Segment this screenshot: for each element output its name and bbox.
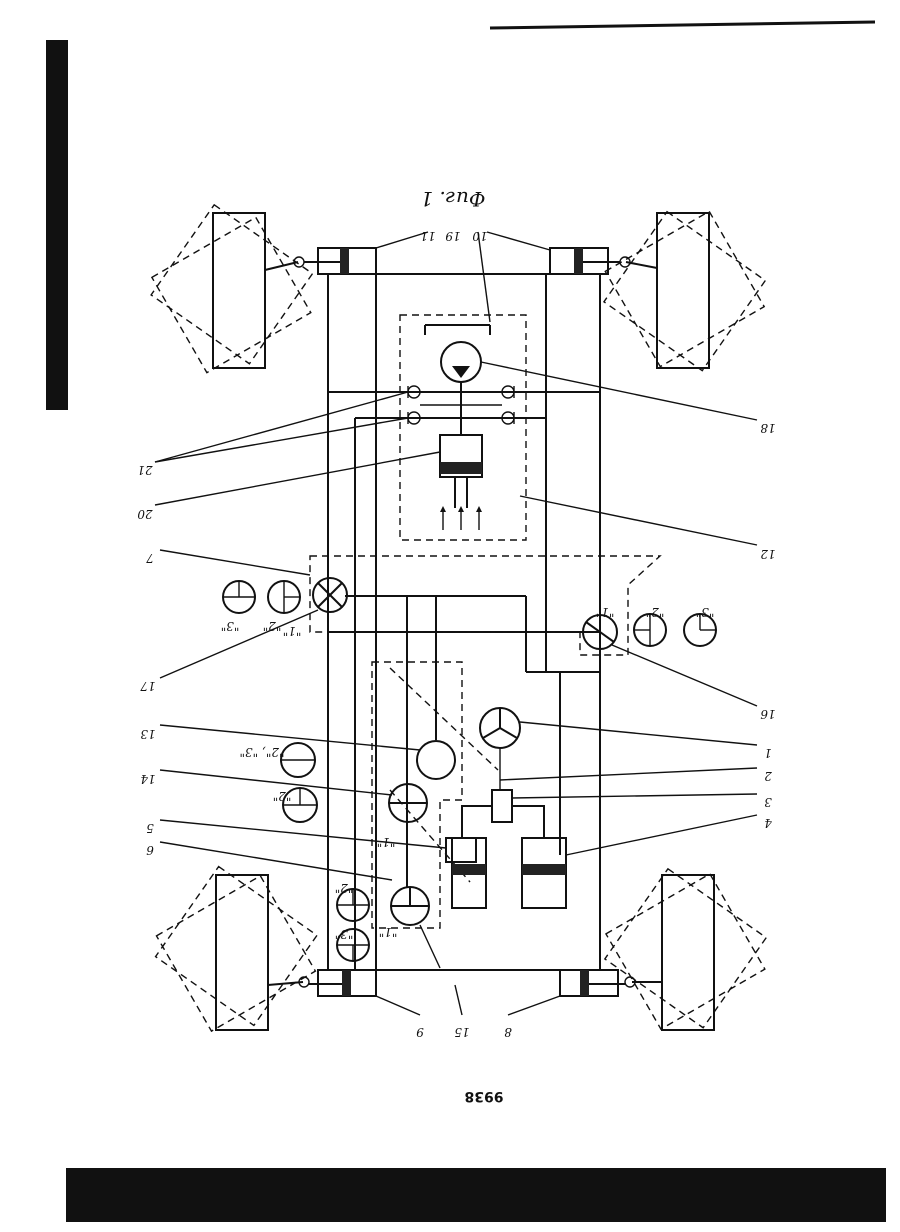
pos-14-1: "1": [377, 835, 396, 849]
wheel-bottom-right: [605, 869, 766, 1030]
callout-5: 5: [146, 821, 154, 835]
callout-1: 1: [764, 746, 772, 760]
scan-border-left: [46, 40, 68, 410]
pos-16-3: "3": [696, 605, 715, 619]
pos-7-1: "1": [283, 624, 302, 638]
valve-4-bottom: [391, 887, 429, 925]
callout-7: 7: [146, 551, 154, 565]
callout-8: 8: [504, 1025, 512, 1039]
steering-cylinder-bottom-left: [308, 970, 376, 996]
callout-4: 4: [764, 816, 773, 830]
callout-17: 17: [140, 679, 156, 693]
callout-19: 19: [445, 229, 461, 243]
callout-10: 10: [472, 229, 488, 243]
pos-7-3: "3": [221, 619, 240, 633]
pos-16-2: "2": [646, 605, 665, 619]
callout-14: 14: [140, 772, 155, 786]
pump-unit: [400, 315, 526, 540]
callout-6: 6: [146, 843, 154, 857]
wheel-top-right: [604, 211, 765, 370]
valve-7: [313, 578, 347, 612]
callout-18: 18: [760, 421, 776, 435]
callout-3: 3: [764, 795, 772, 809]
callout-13: 13: [140, 727, 156, 741]
position-symbols-9: [337, 889, 369, 961]
callout-21: 21: [137, 463, 153, 477]
callout-11: 11: [420, 229, 435, 243]
pos-14-23: "2", "3": [240, 745, 285, 759]
scan-border-bottom: [66, 1168, 886, 1222]
pos-9-1: "1": [379, 925, 398, 939]
figure-title: Фиг. 1: [420, 187, 485, 211]
pos-14-2: "2": [273, 789, 292, 803]
pos-9-3: "3": [335, 927, 354, 941]
callout-15: 15: [454, 1025, 469, 1039]
callout-2: 2: [764, 769, 773, 783]
position-symbols-14: [281, 743, 317, 822]
callout-20: 20: [137, 507, 154, 521]
pos-7-2: "2": [263, 619, 282, 633]
callout-9: 9: [416, 1025, 424, 1039]
steering-cylinder-top-left: [304, 248, 376, 274]
position-symbols-7: [223, 581, 300, 613]
steering-cylinder-bottom-right: [560, 970, 626, 996]
pos-9-2: "2": [335, 881, 354, 895]
wheel-top-left: [151, 205, 312, 373]
scan-border-top: [490, 22, 875, 28]
sensor-1: [480, 708, 520, 790]
pos-16-1: "1": [596, 605, 615, 619]
wheel-bottom-left: [156, 867, 317, 1032]
distributor-3: [492, 790, 512, 822]
page-number: 9938: [465, 1088, 504, 1104]
valve-13: [417, 741, 455, 779]
steering-cylinder-top-right: [550, 248, 620, 274]
callout-12: 12: [760, 547, 775, 561]
callout-16: 16: [760, 707, 776, 721]
working-cylinder-left: [446, 838, 486, 908]
